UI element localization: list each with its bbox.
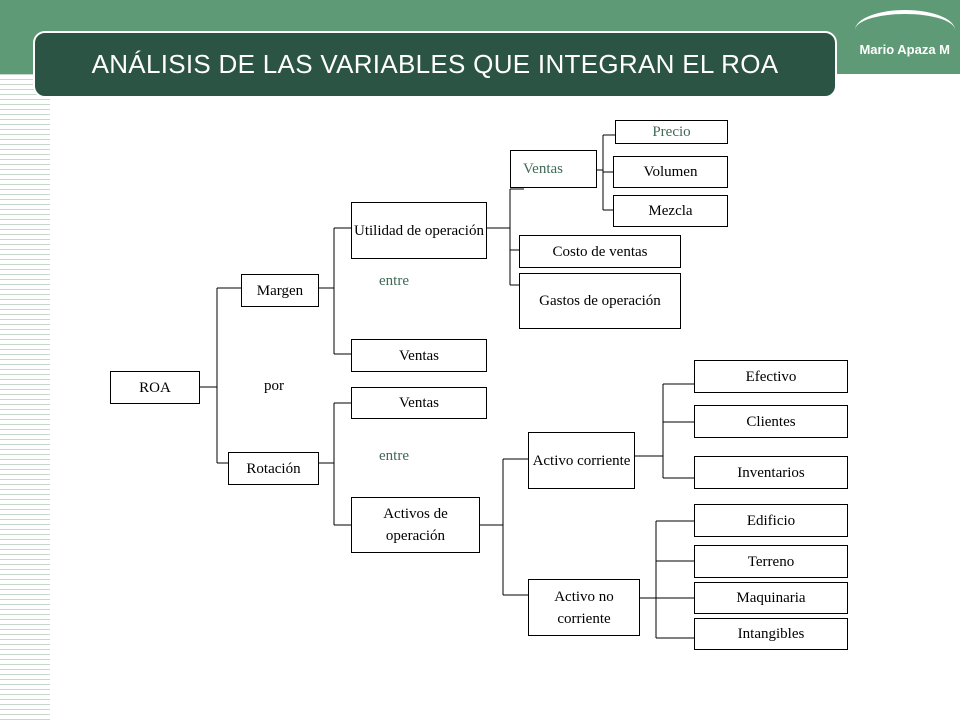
title-bar: ANÁLISIS DE LAS VARIABLES QUE INTEGRAN E… <box>33 31 837 98</box>
left-stripe-decoration <box>0 74 50 720</box>
entre-label-rotacion: entre <box>379 448 409 464</box>
inventarios-box: Inventarios <box>694 456 848 489</box>
rotacion-box: Rotación <box>228 452 319 485</box>
por-label: por <box>264 378 284 394</box>
intangibles-box: Intangibles <box>694 618 848 650</box>
edificio-box: Edificio <box>694 504 848 537</box>
gastos-operacion-box: Gastos de operación <box>519 273 681 329</box>
volumen-box: Volumen <box>613 156 728 188</box>
efectivo-box: Efectivo <box>694 360 848 393</box>
mezcla-box: Mezcla <box>613 195 728 227</box>
costo-ventas-box: Costo de ventas <box>519 235 681 268</box>
logo-arc-decoration <box>855 10 955 50</box>
author-label: Mario Apaza M <box>859 42 950 57</box>
ventas-margen-box: Ventas <box>351 339 487 372</box>
roa-box: ROA <box>110 371 200 404</box>
ventas-rotacion-box: Ventas <box>351 387 487 419</box>
activo-no-corriente-box: Activo no corriente <box>528 579 640 636</box>
page-title: ANÁLISIS DE LAS VARIABLES QUE INTEGRAN E… <box>91 49 779 79</box>
utilidad-operacion-box: Utilidad de operación <box>351 202 487 259</box>
terreno-box: Terreno <box>694 545 848 578</box>
margen-box: Margen <box>241 274 319 307</box>
maquinaria-box: Maquinaria <box>694 582 848 614</box>
entre-label-margen: entre <box>379 273 409 289</box>
ventas-utilidad-box: Ventas <box>510 150 597 188</box>
activo-corriente-box: Activo corriente <box>528 432 635 489</box>
activos-operacion-box: Activos de operación <box>351 497 480 553</box>
clientes-box: Clientes <box>694 405 848 438</box>
precio-box: Precio <box>615 120 728 144</box>
